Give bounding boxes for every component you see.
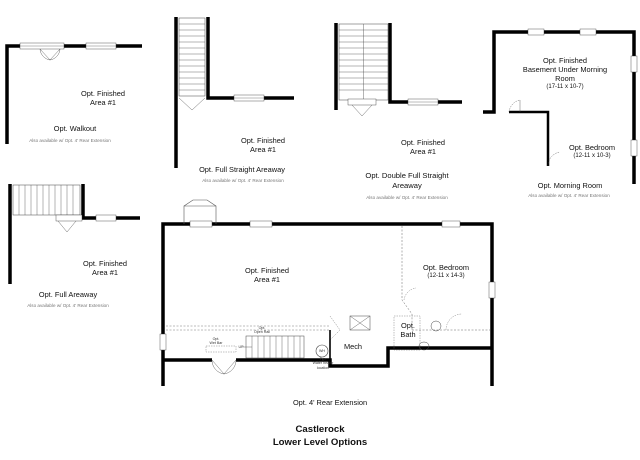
double-areaway-option-note: Also available w/ Opt. 4' Rear Extension bbox=[366, 195, 448, 200]
main-finished-area-label: Opt. Finished Area #1 bbox=[245, 266, 289, 284]
morning-room-option-title: Opt. Morning Room bbox=[537, 181, 603, 190]
mech-room-label: Mech bbox=[343, 342, 363, 351]
straight-areaway-panel bbox=[174, 17, 294, 168]
main-lower-level-plan bbox=[159, 199, 496, 386]
double-areaway-room-label: Opt. Finished Area #1 bbox=[401, 138, 445, 156]
full-areaway-option-title: Opt. Full Areaway bbox=[38, 290, 98, 299]
rear-extension-label: Opt. 4' Rear Extension bbox=[292, 398, 368, 407]
double-areaway-option-title: Opt. Double Full Straight Areaway bbox=[365, 171, 449, 190]
morning-room-panel bbox=[483, 28, 638, 184]
walkout-option-title: Opt. Walkout bbox=[53, 124, 97, 133]
full-areaway-room-label: Opt. Finished Area #1 bbox=[83, 259, 127, 277]
water-heater-note: Typ. Water heater location bbox=[312, 357, 334, 370]
wet-bar-label: Opt. Wet Bar bbox=[209, 337, 223, 346]
straight-areaway-room-label: Opt. Finished Area #1 bbox=[241, 136, 285, 154]
walkout-room-label: Opt. Finished Area #1 bbox=[81, 89, 125, 107]
stair-treads bbox=[179, 23, 205, 91]
main-bath-label: Opt. Bath bbox=[400, 321, 416, 339]
straight-areaway-option-title: Opt. Full Straight Areaway bbox=[199, 165, 285, 174]
main-bedroom-label: Opt. Bedroom (12-11 x 14-3) bbox=[422, 263, 469, 279]
morning-room-basement-label: Opt. Finished Basement Under Morning Roo… bbox=[522, 56, 608, 90]
plan-title: Castlerock Lower Level Options bbox=[272, 424, 368, 448]
straight-areaway-option-note: Also available w/ Opt. 4' Rear Extension bbox=[202, 178, 284, 183]
double-straight-areaway-panel bbox=[334, 23, 462, 117]
walkout-option-note: Also available w/ Opt. 4' Rear Extension bbox=[29, 138, 111, 143]
full-areaway-option-note: Also available w/ Opt. 4' Rear Extension bbox=[27, 303, 109, 308]
water-heater-label: WH bbox=[319, 349, 325, 353]
morning-room-bedroom-label: Opt. Bedroom (12-11 x 10-3) bbox=[568, 143, 615, 159]
walkout-panel bbox=[5, 42, 142, 144]
open-rail-label: Opt. Open Rail bbox=[254, 326, 270, 335]
full-areaway-panel bbox=[8, 184, 140, 284]
morning-room-option-note: Also available w/ Opt. 4' Rear Extension bbox=[528, 193, 610, 198]
stair-up-label: UP bbox=[238, 345, 244, 349]
